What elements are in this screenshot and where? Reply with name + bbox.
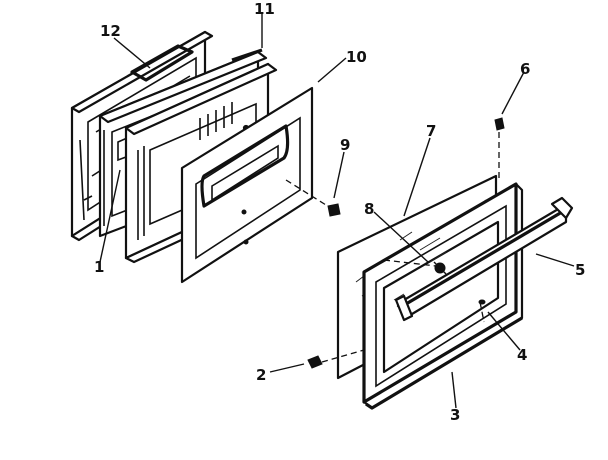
callout-12: 12 xyxy=(100,22,121,40)
callout-8: 8 xyxy=(364,200,374,218)
part-10-inner-glass-panel xyxy=(180,86,314,284)
assembly-lines xyxy=(285,132,500,363)
callout-6: 6 xyxy=(520,60,530,78)
part-2-bottom-screw xyxy=(307,355,323,369)
callout-9: 9 xyxy=(340,136,350,154)
part-8-handle-screw xyxy=(433,261,447,275)
callout-10: 10 xyxy=(346,48,367,66)
callout-4: 4 xyxy=(517,346,527,364)
callout-11: 11 xyxy=(254,0,275,18)
part-5-door-handle xyxy=(394,196,574,322)
callout-5: 5 xyxy=(575,261,585,279)
callout-2: 2 xyxy=(256,366,266,384)
callout-3: 3 xyxy=(450,406,460,424)
part-9-mount-screw xyxy=(327,203,341,217)
part-6-top-screw xyxy=(494,117,505,131)
leader-lines xyxy=(99,14,575,409)
callout-7: 7 xyxy=(426,122,436,140)
callout-1: 1 xyxy=(94,258,104,276)
